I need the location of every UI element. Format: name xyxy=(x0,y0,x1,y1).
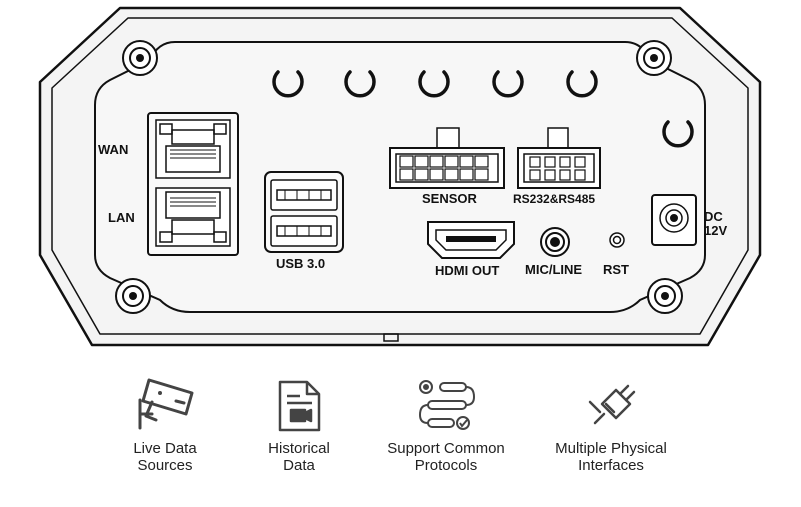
sensor-label: SENSOR xyxy=(422,191,478,206)
reset-button xyxy=(609,232,625,248)
dc-label: DC xyxy=(704,209,723,224)
feature-live-data-line2: Sources xyxy=(137,457,193,474)
screw-top-left xyxy=(122,40,158,76)
rs232-rs485-connector xyxy=(517,127,601,189)
antenna-ring-1 xyxy=(272,70,304,98)
feature-protocols: Support Common Protocols xyxy=(356,440,536,474)
mic-line-jack xyxy=(540,227,570,257)
wan-label: WAN xyxy=(98,142,128,157)
feature-protocols-line1: Support Common xyxy=(387,440,505,457)
antenna-ring-2 xyxy=(344,70,376,98)
sensor-connector xyxy=(389,127,505,189)
camera-icon xyxy=(138,378,194,430)
antenna-ring-6 xyxy=(662,120,694,148)
hdmi-label: HDMI OUT xyxy=(435,263,499,278)
feature-historical-data-line2: Data xyxy=(283,457,315,474)
feature-historical-data: Historical Data xyxy=(209,440,389,474)
screw-bottom-left xyxy=(115,278,151,314)
usb-ports xyxy=(264,171,344,253)
lan-label: LAN xyxy=(108,210,135,225)
feature-interfaces-line2: Interfaces xyxy=(578,457,644,474)
video-document-icon xyxy=(278,380,321,432)
feature-interfaces: Multiple Physical Interfaces xyxy=(521,440,701,474)
feature-live-data-line1: Live Data xyxy=(133,440,197,457)
rst-label: RST xyxy=(603,262,629,277)
mic-line-label: MIC/LINE xyxy=(525,262,582,277)
ethernet-ports xyxy=(147,112,239,256)
dc-voltage-label: 12V xyxy=(704,223,727,238)
rs-label: RS232&RS485 xyxy=(513,192,595,206)
plug-icon xyxy=(588,384,636,425)
housing-inner-outline xyxy=(51,17,749,335)
feature-interfaces-line1: Multiple Physical xyxy=(555,440,667,457)
protocol-flow-icon xyxy=(418,380,476,430)
feature-live-data: Live Data Sources xyxy=(75,440,255,474)
antenna-ring-5 xyxy=(566,70,598,98)
dc-power-jack xyxy=(651,194,697,246)
antenna-ring-4 xyxy=(492,70,524,98)
bottom-tab xyxy=(383,333,399,342)
usb-label: USB 3.0 xyxy=(276,256,325,271)
antenna-ring-3 xyxy=(418,70,450,98)
hdmi-port xyxy=(427,221,515,259)
screw-bottom-right xyxy=(647,278,683,314)
feature-historical-data-line1: Historical xyxy=(268,440,330,457)
screw-top-right xyxy=(636,40,672,76)
feature-protocols-line2: Protocols xyxy=(414,457,478,474)
